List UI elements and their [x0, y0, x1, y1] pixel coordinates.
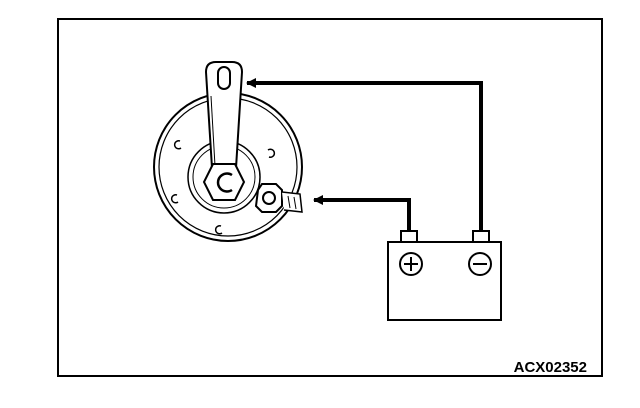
wire-positive-to-terminal: [313, 195, 411, 232]
figure-code: ACX02352: [514, 359, 587, 376]
horn-terminal: [254, 183, 303, 213]
bracket-slot: [217, 66, 231, 90]
rim-hole: [173, 140, 182, 150]
figure-frame: [57, 18, 603, 377]
horn: [153, 61, 303, 242]
hex-nut: [202, 163, 246, 201]
plus-icon: [399, 252, 423, 276]
horn-bracket: [204, 61, 244, 169]
battery-positive-post: [400, 230, 418, 243]
rim-hole: [267, 148, 276, 158]
battery: [387, 230, 502, 321]
bracket-edge: [210, 95, 216, 167]
rim-hole: [170, 194, 179, 204]
nut-bolt: [216, 172, 233, 193]
battery-negative-post: [472, 230, 490, 243]
wire-negative-to-bracket: [246, 78, 483, 232]
minus-icon: [468, 252, 492, 276]
rim-hole: [214, 225, 223, 235]
